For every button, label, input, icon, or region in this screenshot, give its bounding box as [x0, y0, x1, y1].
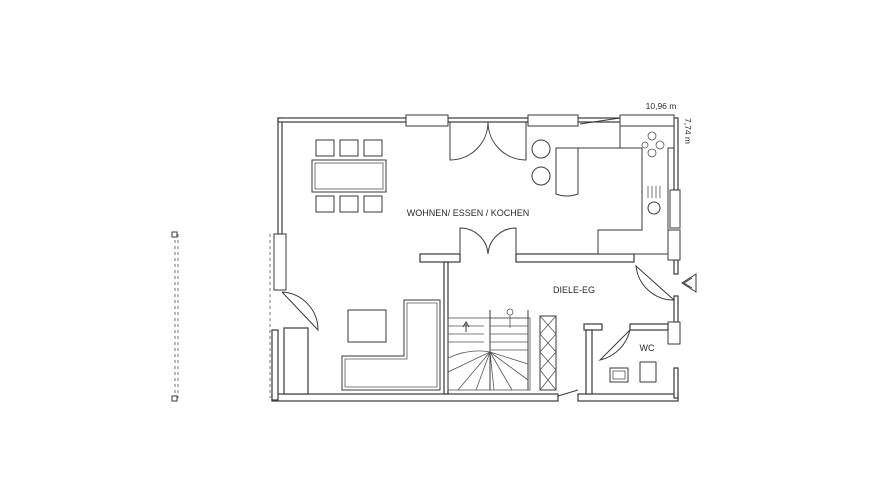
- room-label-wc: WC: [640, 343, 655, 353]
- dining-table: [311, 139, 387, 213]
- interior-walls: [419, 253, 669, 395]
- kitchen-counter: [531, 125, 675, 255]
- terrace-edge: [171, 231, 271, 402]
- wc-fixtures: [609, 361, 657, 383]
- staircase: [447, 308, 531, 391]
- exterior-walls: [271, 117, 679, 402]
- room-label-hall: DIELE-EG: [553, 285, 595, 295]
- entrance-arrow-icon: [681, 273, 697, 293]
- sofa: [341, 299, 441, 391]
- doors: [281, 117, 675, 397]
- dimension-width: 10,96 m: [646, 101, 677, 111]
- room-label-living: WOHNEN/ ESSEN / KOCHEN: [407, 208, 530, 218]
- windows: [273, 114, 681, 345]
- dimension-depth: 7,74 m: [683, 118, 693, 144]
- wardrobe: [539, 315, 557, 391]
